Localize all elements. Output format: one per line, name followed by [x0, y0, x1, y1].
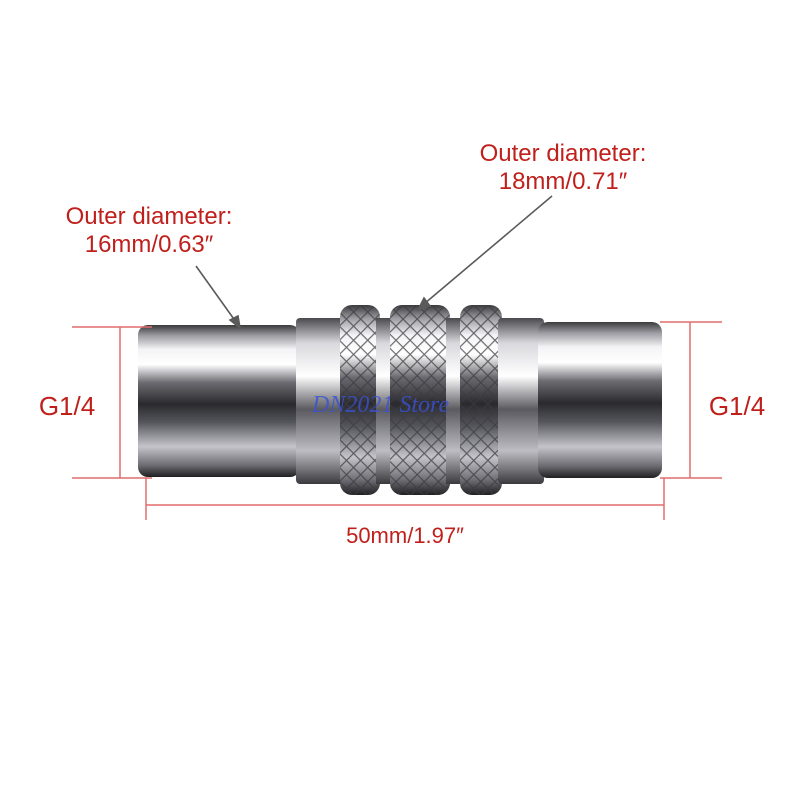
- length-label: 50mm/1.97″: [346, 523, 464, 548]
- right-sleeve: [538, 322, 662, 478]
- left-callout-line2: 16mm/0.63″: [84, 231, 214, 258]
- top-callout-line1: Outer diameter:: [479, 140, 647, 167]
- left-thread-label: G1/4: [38, 391, 96, 421]
- top-callout-line2: 18mm/0.71″: [498, 168, 628, 195]
- left-neck: [296, 318, 344, 484]
- callout-leaders: [195, 195, 553, 330]
- right-neck: [498, 318, 544, 484]
- top-callout: Outer diameter: 18mm/0.71″: [452, 140, 674, 196]
- right-thread-label: G1/4: [708, 391, 766, 421]
- store-watermark: DN2021 Store: [312, 392, 450, 418]
- dimension-lines: [72, 321, 722, 520]
- left-sleeve: [138, 325, 300, 477]
- left-callout: Outer diameter: 16mm/0.63″: [38, 203, 260, 259]
- knurled-collar: [340, 305, 502, 495]
- left-callout-line1: Outer diameter:: [65, 203, 233, 230]
